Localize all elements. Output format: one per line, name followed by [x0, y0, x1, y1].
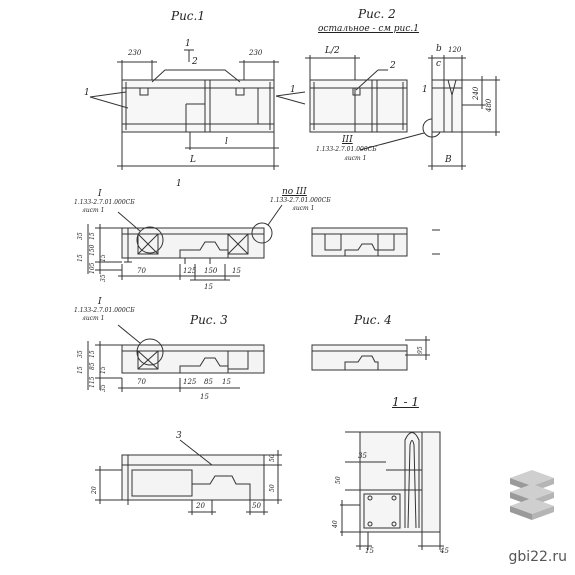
- leader-3: 3: [176, 431, 182, 441]
- ref-sheet-4: лист 1: [82, 315, 105, 322]
- ref-code-1: 1.133-2.7.01.000СБ: [316, 146, 377, 153]
- ref-sheet-2: лист 1: [82, 207, 105, 214]
- ref-code-2: 1.133-2.7.01.000СБ: [74, 199, 135, 206]
- dim-15-r2b: 15: [77, 254, 84, 262]
- ref-sheet-3: лист 1: [292, 205, 315, 212]
- dim-150-r2: 150: [89, 244, 96, 256]
- logo-stack-icon: [510, 470, 554, 520]
- fig2-title: Рис. 2: [358, 7, 396, 21]
- dim-15-r2c: 15: [100, 254, 107, 262]
- dim-l-small: l: [225, 137, 228, 147]
- fig4-section: [312, 345, 407, 370]
- ref-code-3: 1.133-2.7.01.000СБ: [270, 197, 331, 204]
- leader-1-mid: 1: [290, 85, 296, 95]
- dim-50-s11: 50: [335, 476, 342, 484]
- dim-50-bottom: 50: [252, 502, 261, 510]
- watermark-text[interactable]: gbi22.ru: [508, 549, 567, 565]
- ref-sheet-1: лист 1: [344, 155, 367, 162]
- leader-c: с: [436, 59, 442, 69]
- fig1-title: Рис.1: [171, 9, 205, 23]
- dim-40-s11: 40: [332, 520, 339, 528]
- ref-code-4: 1.133-2.7.01.000СБ: [74, 307, 135, 314]
- ref-III-label: III: [342, 135, 353, 145]
- dim-70-r3: 70: [137, 378, 146, 386]
- dim-115-r3: 115: [89, 376, 96, 388]
- leader-2-fig1: 2: [192, 57, 198, 67]
- leader-1-right: 1: [422, 85, 428, 95]
- dim-35-r2: 35: [77, 232, 84, 240]
- dim-20-left: 20: [91, 486, 98, 494]
- dim-230-right: 230: [249, 49, 263, 57]
- dim-15-r3d: 15: [222, 378, 231, 386]
- dim-L-total: L: [190, 155, 196, 165]
- fig2-note: остальное - см рис.1: [318, 24, 419, 34]
- dim-150-r2b: 150: [204, 267, 218, 275]
- dim-15-r2d: 15: [232, 267, 241, 275]
- small-section-row2: [312, 228, 407, 256]
- ref-I-label-a: I: [98, 189, 102, 199]
- dim-125-r3: 125: [183, 378, 197, 386]
- dim-35-r3b: 35: [100, 384, 107, 392]
- dim-15-r2a: 15: [89, 232, 96, 240]
- fig2-beam: [310, 80, 407, 132]
- dim-95: 95: [417, 346, 424, 354]
- detail-section-row2: [122, 228, 264, 264]
- dim-45-s11: 45: [440, 547, 449, 555]
- ref-I-label-b: I: [98, 297, 102, 307]
- dim-85-r3: 85: [89, 362, 96, 370]
- dim-L-half: L/2: [325, 46, 340, 56]
- dim-85-r3b: 85: [204, 378, 213, 386]
- dim-120: 120: [448, 46, 462, 54]
- leader-1-left: 1: [84, 88, 90, 98]
- fig3-title: Рис. 3: [190, 313, 228, 327]
- dim-20-bottom: 20: [196, 502, 205, 510]
- dim-B: B: [445, 155, 452, 165]
- leader-2-fig2: 2: [390, 61, 396, 71]
- dim-105-r2: 105: [89, 262, 96, 274]
- fig3-section: [122, 345, 264, 373]
- dim-15-r3b: 15: [77, 366, 84, 374]
- dim-15-r2e: 15: [204, 283, 213, 291]
- dim-15-s11: 15: [365, 547, 374, 555]
- fig1-beam: [122, 80, 274, 132]
- dim-b: b: [436, 44, 442, 54]
- section-mark-bottom: 1: [176, 179, 182, 189]
- dim-15-r3c: 15: [100, 366, 107, 374]
- dim-125-r2: 125: [183, 267, 197, 275]
- dim-50-top: 50: [269, 454, 276, 462]
- section-mark-top: 1: [185, 39, 191, 49]
- bottom-left-section: [122, 455, 264, 505]
- dim-15-r3e: 15: [200, 393, 209, 401]
- ref-po-III: по III: [282, 187, 307, 197]
- dim-50-right: 50: [269, 484, 276, 492]
- section-1-1: [360, 432, 440, 532]
- dim-230-left: 230: [128, 49, 142, 57]
- dim-70-r2: 70: [137, 267, 146, 275]
- dim-480: 480: [485, 98, 493, 112]
- dim-35-r3: 35: [77, 350, 84, 358]
- dim-35-r2b: 35: [100, 274, 107, 282]
- section-1-1-title: 1 - 1: [392, 395, 419, 409]
- side-view-beam: [432, 80, 462, 132]
- fig4-title: Рис. 4: [354, 313, 392, 327]
- dim-240: 240: [472, 86, 480, 100]
- dim-35-s11: 35: [358, 452, 367, 460]
- dim-15-r3a: 15: [89, 350, 96, 358]
